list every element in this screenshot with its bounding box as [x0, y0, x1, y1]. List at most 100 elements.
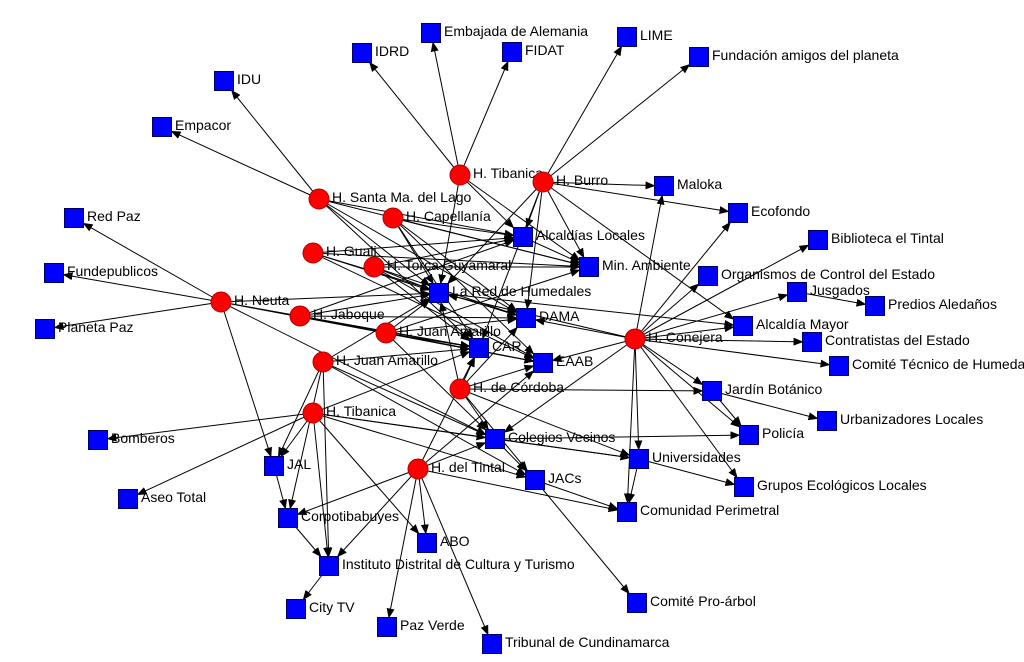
node-colegios[interactable]: Colegios Vecinos [485, 429, 616, 449]
node-universidades[interactable]: Universidades [629, 449, 741, 469]
actor-square-icon [319, 556, 339, 576]
edge-conejera-to-biblioteca [634, 244, 810, 340]
node-label: Comunidad Perimetral [640, 502, 779, 518]
node-comitepro[interactable]: Comité Pro-árbol [627, 593, 756, 613]
edge-tintal-to-tribunal [417, 468, 489, 636]
node-burro[interactable]: H. Burro [532, 171, 608, 193]
actor-square-icon [617, 27, 637, 47]
node-planetapaz[interactable]: Planeta Paz [35, 319, 134, 339]
node-juan_am1[interactable]: H. Juan Amarillo [375, 322, 501, 344]
edge-guali-to-minamb [312, 252, 581, 271]
node-label: Alcaldías Locales [536, 227, 645, 243]
edge-jacs-to-comunidad [534, 479, 619, 510]
node-tintal[interactable]: H. del Tintal [407, 458, 505, 480]
node-maloka[interactable]: Maloka [654, 176, 723, 196]
actor-square-icon [533, 353, 553, 373]
node-label: Jusgados [810, 282, 870, 298]
node-organismos[interactable]: Organismos de Control del Estado [698, 266, 936, 286]
node-guali[interactable]: H. Guali [302, 242, 377, 264]
node-fidat[interactable]: FIDAT [502, 42, 565, 62]
node-neuta[interactable]: H. Neuta [210, 291, 289, 313]
node-policia[interactable]: Policía [739, 425, 805, 445]
node-label: Embajada de Alemania [444, 23, 588, 39]
wetland-circle-icon [289, 305, 311, 327]
node-tibanica_s[interactable]: H. Tibanica [302, 402, 396, 424]
edge-jaboque-to-dama [299, 313, 518, 322]
node-conejera[interactable]: H. Conejera [624, 328, 723, 350]
edges-layer [53, 41, 867, 636]
node-idu[interactable]: IDU [214, 71, 262, 91]
actor-square-icon [739, 425, 759, 445]
node-car[interactable]: CAR [469, 338, 522, 358]
node-label: Policía [762, 425, 804, 441]
edge-neuta-to-fundepublicos [62, 272, 222, 303]
node-corpoti[interactable]: Corpotibabuyes [278, 508, 400, 528]
node-jardin[interactable]: Jardín Botánico [702, 381, 823, 401]
node-dama[interactable]: DAMA [516, 308, 581, 328]
edge-juan_am2-to-car [322, 345, 471, 363]
edge-cordoba-to-dama [459, 326, 518, 390]
node-grupos[interactable]: Grupos Ecológicos Locales [734, 477, 927, 497]
node-redpaz[interactable]: Red Paz [64, 208, 141, 228]
node-label: Red Paz [87, 208, 141, 224]
node-pazverde[interactable]: Paz Verde [377, 617, 465, 637]
node-predios[interactable]: Predios Aledaños [865, 296, 997, 316]
node-jusgados[interactable]: Jusgados [787, 282, 870, 302]
node-jacs[interactable]: JACs [525, 470, 582, 490]
actor-square-icon [817, 411, 837, 431]
node-empacor[interactable]: Empacor [152, 117, 232, 137]
edge-capellania-to-car [392, 217, 474, 340]
node-eaab[interactable]: EAAB [533, 353, 594, 373]
node-fundacion[interactable]: Fundación amigos del planeta [689, 47, 900, 67]
wetland-circle-icon [308, 188, 330, 210]
node-citytv[interactable]: City TV [286, 599, 356, 619]
actor-square-icon [829, 356, 849, 376]
node-capellania[interactable]: H. Capellanía [382, 207, 491, 229]
node-alcmayor[interactable]: Alcaldía Mayor [733, 316, 849, 336]
actor-square-icon [377, 617, 397, 637]
node-redhum[interactable]: La Red de Humedales [429, 283, 592, 303]
edge-tintal-to-idct [337, 468, 419, 558]
node-tibanica_n[interactable]: H. Tibanica [449, 164, 543, 186]
node-label: Instituto Distrital de Cultura y Turismo [342, 556, 575, 572]
node-jal[interactable]: JAL [264, 456, 312, 476]
node-tribunal[interactable]: Tribunal de Cundinamarca [482, 634, 670, 654]
node-minamb[interactable]: Min. Ambiente [579, 257, 691, 277]
node-contratistas[interactable]: Contratistas del Estado [802, 332, 970, 352]
edge-guali-to-alcaldias [312, 234, 515, 254]
node-idct[interactable]: Instituto Distrital de Cultura y Turismo [319, 556, 575, 576]
node-idrd[interactable]: IDRD [352, 43, 410, 63]
actor-square-icon [352, 43, 372, 63]
node-torca[interactable]: H. Torca Guyamaral [363, 256, 511, 278]
node-santa_ma[interactable]: H. Santa Ma. del Lago [308, 188, 472, 210]
node-alcaldias[interactable]: Alcaldías Locales [513, 227, 645, 247]
edge-tintal-to-corpoti [296, 468, 419, 515]
node-label: Planeta Paz [58, 319, 134, 335]
node-biblioteca[interactable]: Biblioteca el Tintal [808, 230, 944, 250]
node-fundepublicos[interactable]: Fundepublicos [44, 263, 159, 283]
edge-conejera-to-contratistas [634, 337, 804, 346]
node-bomberos[interactable]: Bomberos [88, 430, 175, 450]
edge-tintal-to-comunidad [417, 468, 619, 513]
edge-conejera-to-alcmayor [634, 324, 735, 340]
edge-tintal-to-abo [417, 468, 429, 535]
node-comunidad[interactable]: Comunidad Perimetral [617, 502, 780, 522]
edge-conejera-to-redhum [447, 293, 636, 340]
node-aseo[interactable]: Aseo Total [118, 489, 207, 509]
node-jaboque[interactable]: H. Jaboque [289, 305, 385, 327]
node-label: City TV [309, 599, 355, 615]
node-lime[interactable]: LIME [617, 27, 673, 47]
node-urbanizadores[interactable]: Urbanizadores Locales [817, 411, 984, 431]
wetland-circle-icon [363, 256, 385, 278]
node-label: Organismos de Control del Estado [721, 266, 935, 282]
edge-cordoba-to-eaab [459, 364, 535, 390]
node-label: H. Juan Amarillo [336, 352, 438, 368]
node-ecofondo[interactable]: Ecofondo [728, 203, 811, 223]
node-juan_am2[interactable]: H. Juan Amarillo [312, 351, 438, 373]
node-comitetec[interactable]: Comité Técnico de Humedales [829, 356, 1024, 376]
node-label: IDRD [375, 43, 409, 59]
edge-tibanica_s-to-abo [312, 412, 420, 535]
node-embajada[interactable]: Embajada de Alemania [421, 23, 589, 43]
node-cordoba[interactable]: H. de Córdoba [449, 378, 564, 400]
node-abo[interactable]: ABO [417, 533, 470, 553]
